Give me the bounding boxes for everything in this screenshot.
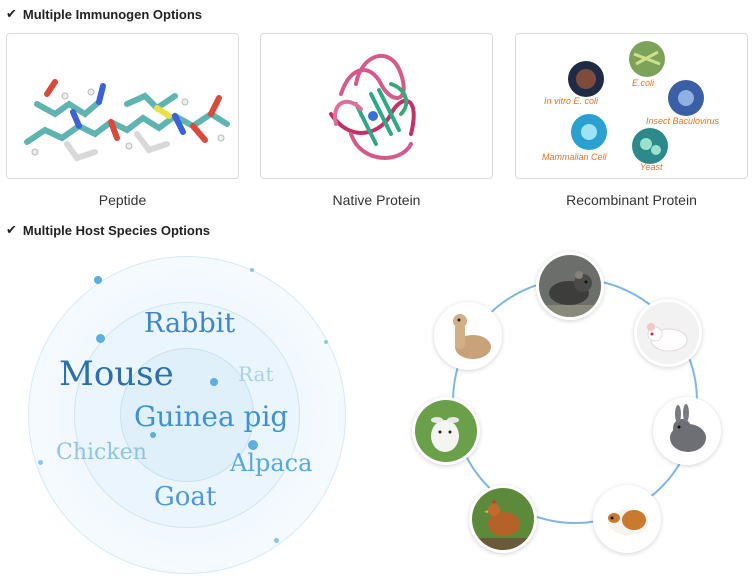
- recombinant-systems-image: In vitro E. coli E.coli Insect Baculovir…: [542, 41, 720, 172]
- peptide-structure-image: [24, 79, 230, 162]
- native-protein-structure-image: [329, 53, 416, 160]
- in-vitro-label: In vitro E. coli: [544, 96, 599, 106]
- yeast-label: Yeast: [640, 162, 663, 172]
- chicken-photo: [472, 488, 534, 550]
- recombinant-protein-caption: Recombinant Protein: [566, 192, 697, 208]
- peptide-card: [6, 33, 239, 179]
- goat-photo: [415, 400, 477, 462]
- immunogen-section-title: ✔ Multiple Immunogen Options: [6, 6, 202, 22]
- host-section-title: ✔ Multiple Host Species Options: [6, 222, 210, 238]
- orbit-dot: [210, 378, 218, 386]
- orbit-dot: [150, 432, 156, 438]
- native-protein-card: [260, 33, 493, 179]
- native-protein-caption: Native Protein: [332, 192, 421, 208]
- orbit-dot: [324, 340, 328, 344]
- species-chicken: Chicken: [56, 440, 147, 465]
- recombinant-protein-card: In vitro E. coli E.coli Insect Baculovir…: [515, 33, 748, 179]
- species-word-cloud: Rabbit Mouse Rat Guinea pig Chicken Alpa…: [28, 256, 346, 574]
- insect-label: Insect Baculovirus: [646, 116, 720, 126]
- orbit-dot: [94, 276, 102, 284]
- species-rat: Rat: [238, 362, 274, 386]
- species-alpaca: Alpaca: [230, 449, 313, 477]
- orbit-dot: [274, 538, 279, 543]
- guinea-pig-photo: [596, 488, 658, 550]
- mammalian-label: Mammalian Cell: [542, 152, 608, 162]
- rabbit-photo: [656, 400, 718, 462]
- orbit-dot: [248, 440, 258, 450]
- mouse-photo: [637, 302, 699, 364]
- species-guinea-pig: Guinea pig: [134, 400, 289, 433]
- check-icon: ✔: [6, 222, 17, 237]
- orbit-dot: [250, 268, 254, 272]
- alpaca-photo: [437, 305, 499, 367]
- orbit-dot: [38, 460, 43, 465]
- ecoli-label: E.coli: [632, 78, 655, 88]
- species-rabbit: Rabbit: [144, 308, 236, 339]
- immunogen-title-text: Multiple Immunogen Options: [22, 6, 203, 22]
- host-title-text: Multiple Host Species Options: [22, 222, 210, 238]
- species-goat: Goat: [154, 482, 217, 512]
- rat-photo: [539, 255, 601, 317]
- orbit-dot: [96, 334, 105, 343]
- inner-ring: [120, 348, 254, 482]
- species-mouse: Mouse: [59, 354, 174, 394]
- peptide-caption: Peptide: [98, 192, 147, 208]
- check-icon: ✔: [6, 6, 17, 21]
